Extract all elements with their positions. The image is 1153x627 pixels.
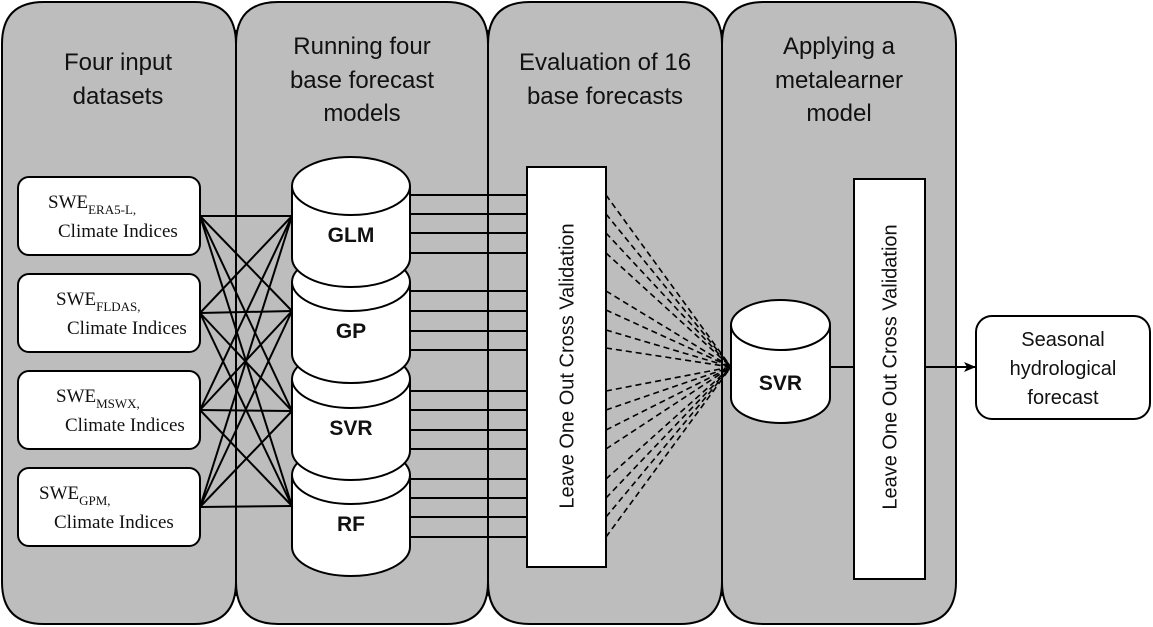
panel-4-title-line: Applying a (783, 33, 896, 60)
input-dataset-name: SWEGPM, (39, 483, 111, 508)
metalearner-loocv-label: Leave One Out Cross Validation (880, 224, 902, 509)
output-label-line: hydrological (1010, 358, 1117, 380)
input-dataset-climate-indices: Climate Indices (65, 415, 185, 436)
output-label-line: Seasonal (1021, 329, 1104, 351)
input-dataset-box-4: SWEGPM, Climate Indices (17, 467, 201, 547)
forecast-to-metalearner-dashed-line (605, 366, 732, 450)
forecast-to-metalearner-dashed-line (605, 290, 732, 368)
panel-4-title-line: model (806, 100, 871, 127)
panel-3-title-line: base forecasts (527, 83, 683, 110)
metalearner-svr-cylinder-label: SVR (759, 372, 802, 395)
forecast-to-metalearner-dashed-line (605, 232, 732, 368)
panel-2-title-line: base forecast (290, 67, 434, 94)
model-glm-cylinder: GLM (291, 156, 411, 288)
forecast-to-metalearner-dashed-line (605, 366, 732, 411)
model-gp-cylinder: GP (291, 252, 411, 384)
model-svr-cylinder-label: SVR (329, 417, 372, 440)
forecast-to-metalearner-dashed-line (605, 366, 732, 518)
panel-3-title-line: Evaluation of 16 (519, 49, 691, 76)
forecast-to-metalearner-dashed-line (605, 194, 732, 368)
evaluation-loocv-label: Leave One Out Cross Validation (557, 223, 579, 508)
seasonal-forecast-output-box: Seasonal hydrological forecast (975, 315, 1151, 420)
model-glm-cylinder-label: GLM (328, 224, 375, 247)
input-dataset-climate-indices: Climate Indices (67, 318, 187, 339)
input-dataset-climate-indices: Climate Indices (58, 221, 178, 242)
panel-1-title-line: Four input (64, 49, 172, 76)
input-dataset-box-3: SWEMSWX,Climate Indices (17, 370, 201, 450)
forecast-to-metalearner-dashed-line (605, 366, 732, 392)
input-to-model-connector (199, 215, 293, 314)
input-dataset-box-2: SWEFLDAS,Climate Indices (17, 273, 201, 353)
forecast-to-metalearner-dashed-line (605, 366, 732, 499)
output-label-line: forecast (1027, 387, 1099, 409)
input-dataset-climate-indices: Climate Indices (54, 512, 174, 533)
panel-4-title-line: metalearner (775, 67, 903, 94)
input-dataset-box-1: SWEERA5-L,Climate Indices (17, 176, 201, 256)
panel-2-title-line: Running four (293, 33, 430, 60)
forecast-to-metalearner-dashed-line (605, 366, 732, 431)
input-to-model-connector (199, 310, 293, 508)
evaluation-loocv-box: Leave One Out Cross Validation (526, 166, 607, 568)
input-to-model-connector (199, 215, 293, 411)
metalearner-loocv-box: Leave One Out Cross Validation (853, 178, 926, 580)
model-gp-cylinder-label: GP (336, 320, 366, 343)
input-to-model-connector (199, 215, 293, 508)
panel-1-title-line: datasets (73, 83, 164, 110)
input-to-model-connector (199, 505, 293, 508)
model-rf-cylinder-label: RF (337, 513, 365, 536)
panel-2-title-line: models (323, 100, 400, 127)
metalearner-svr-cylinder: SVR (730, 299, 831, 424)
forecast-to-metalearner-dashed-line (605, 347, 732, 368)
model-rf-cylinder: RF (291, 445, 411, 577)
forecast-to-metalearner-dashed-line (605, 366, 732, 538)
forecast-to-metalearner-dashed-line (605, 329, 732, 368)
input-to-model-connector (199, 410, 293, 508)
forecast-to-metalearner-dashed-line (605, 309, 732, 368)
forecast-to-metalearner-dashed-line (605, 213, 732, 368)
forecast-to-metalearner-dashed-line (605, 252, 732, 368)
forecast-to-metalearner-dashed-line (605, 366, 732, 480)
